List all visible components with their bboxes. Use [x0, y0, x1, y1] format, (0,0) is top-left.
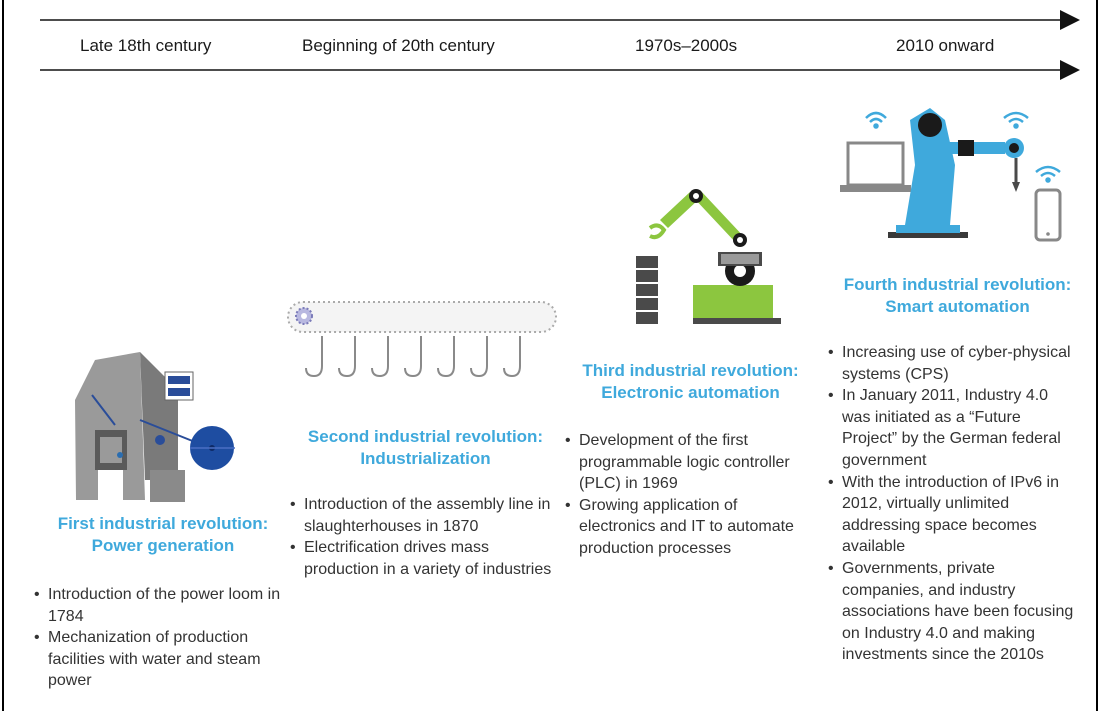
revolution-4-title: Fourth industrial revolution: Smart auto… [825, 274, 1090, 318]
list-item: Increasing use of cyber-physical systems… [828, 342, 1078, 385]
list-item: Electrification drives mass production i… [290, 537, 555, 580]
revolution-3-title-line2: Electronic automation [601, 383, 780, 402]
list-item: Growing application of electronics and I… [565, 495, 817, 560]
list-item: With the introduction of IPv6 in 2012, v… [828, 472, 1078, 558]
revolution-2-title-line2: Industrialization [360, 449, 491, 468]
laptop-icon [840, 141, 911, 192]
revolution-1-title-line2: Power generation [91, 536, 235, 555]
list-item: Development of the first programmable lo… [565, 430, 817, 495]
revolution-1-bullets: Introduction of the power loom in 1784 M… [34, 584, 284, 692]
wifi-icon [865, 111, 1061, 183]
revolution-4-bullets: Increasing use of cyber-physical systems… [828, 342, 1078, 666]
revolution-4-title-line1: Fourth industrial revolution: [843, 275, 1072, 294]
phone-icon [1034, 188, 1062, 242]
bottom-arrow [40, 60, 1080, 80]
era-label-3: 1970s–2000s [635, 36, 738, 55]
top-arrow [40, 10, 1080, 30]
list-item: Mechanization of production facilities w… [34, 627, 284, 692]
revolution-3-title: Third industrial revolution: Electronic … [563, 360, 818, 404]
revolution-3-title-line1: Third industrial revolution: [582, 361, 799, 380]
gear-icon [295, 307, 313, 325]
revolution-3-bullets: Development of the first programmable lo… [565, 430, 817, 560]
era-label-4: 2010 onward [896, 36, 995, 55]
list-item: Governments, private companies, and indu… [828, 558, 1078, 666]
blue-robot [888, 108, 1024, 238]
revolution-1-title: First industrial revolution: Power gener… [38, 513, 288, 557]
revolution-4-title-line2: Smart automation [885, 297, 1030, 316]
era-label-2: Beginning of 20th century [302, 36, 495, 55]
revolution-2-title-line1: Second industrial revolution: [307, 427, 544, 446]
revolution-2-title: Second industrial revolution: Industrial… [288, 426, 563, 470]
revolution-1-title-line1: First industrial revolution: [57, 514, 269, 533]
revolution-2-bullets: Introduction of the assembly line in sla… [290, 494, 555, 580]
list-item: Introduction of the power loom in 1784 [34, 584, 284, 627]
list-item: Introduction of the assembly line in sla… [290, 494, 555, 537]
list-item: In January 2011, Industry 4.0 was initia… [828, 385, 1078, 471]
stacked-blocks [636, 256, 658, 324]
era-label-1: Late 18th century [80, 36, 212, 55]
